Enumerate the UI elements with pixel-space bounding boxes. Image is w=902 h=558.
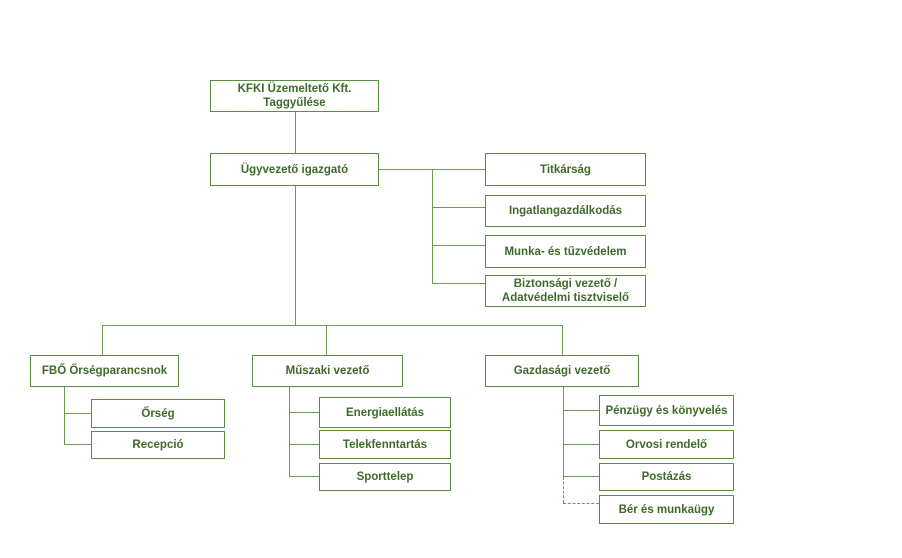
unit-box-energy: Energiaellátás: [319, 397, 451, 428]
connector: [326, 325, 327, 355]
unit-box-guard: Őrség: [91, 399, 225, 428]
staff-box-safety: Munka- és tűzvédelem: [485, 235, 646, 268]
connector: [289, 476, 319, 477]
connector: [563, 410, 599, 411]
connector: [64, 444, 91, 445]
unit-box-clinic: Orvosi rendelő: [599, 430, 734, 459]
connector: [432, 245, 485, 246]
connector: [563, 387, 564, 477]
connector: [64, 413, 91, 414]
unit-box-payroll: Bér és munkaügy: [599, 495, 734, 524]
connector: [563, 444, 599, 445]
connector: [295, 186, 296, 326]
unit-box-grounds: Telekfenntartás: [319, 430, 451, 459]
unit-box-finance: Pénzügy és könyvelés: [599, 395, 734, 426]
unit-box-mail: Postázás: [599, 463, 734, 491]
connector: [102, 325, 103, 355]
dashed-connector: [563, 503, 599, 504]
connector: [64, 387, 65, 444]
connector: [562, 325, 563, 355]
connector: [289, 444, 319, 445]
unit-box-reception: Recepció: [91, 431, 225, 459]
connector: [432, 207, 485, 208]
ceo-box: Ügyvezető igazgató: [210, 153, 379, 186]
dashed-connector: [563, 477, 565, 503]
connector: [295, 112, 296, 154]
staff-box-real-estate: Ingatlangazdálkodás: [485, 195, 646, 227]
connector: [102, 325, 563, 326]
connector: [432, 283, 485, 284]
staff-box-secretariat: Titkárság: [485, 153, 646, 186]
unit-box-sports: Sporttelep: [319, 463, 451, 491]
connector: [563, 476, 599, 477]
division-box-technical: Műszaki vezető: [252, 355, 403, 387]
connector: [432, 169, 433, 283]
division-box-economic: Gazdasági vezető: [485, 355, 639, 387]
division-box-guard-commander: FBŐ Őrségparancsnok: [30, 355, 179, 387]
connector: [289, 387, 290, 477]
assembly-box: KFKI Üzemeltető Kft. Taggyűlése: [210, 80, 379, 112]
staff-box-security-officer: Biztonsági vezető / Adatvédelmi tisztvis…: [485, 275, 646, 307]
connector: [289, 412, 319, 413]
